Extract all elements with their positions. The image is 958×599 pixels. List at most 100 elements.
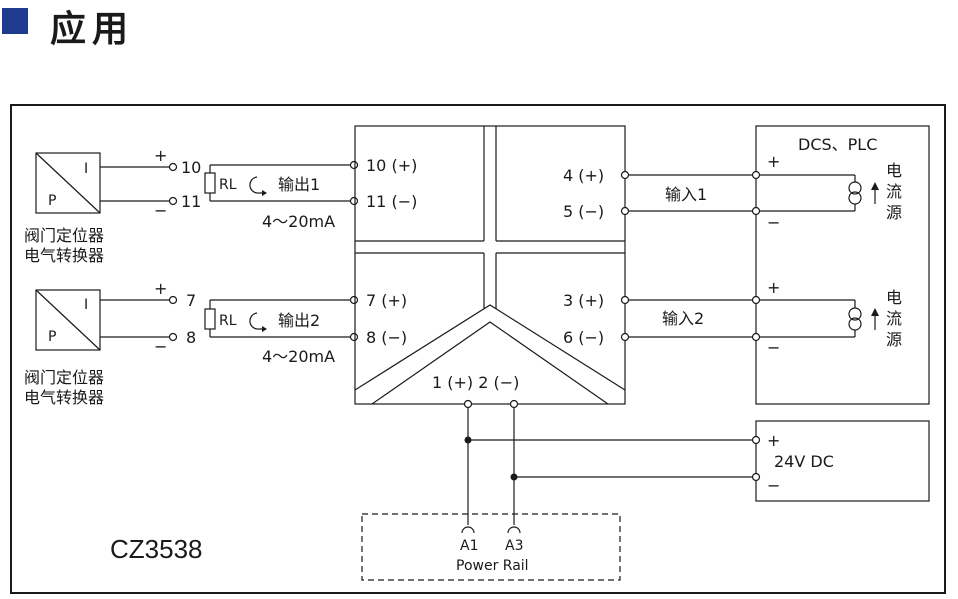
range-label-2: 4～20mA <box>262 347 335 366</box>
input-label-2: 输入2 <box>662 309 704 328</box>
iso-label-out1-neg: 11 (−) <box>366 192 417 211</box>
rail-a3-label: A3 <box>505 538 523 554</box>
converter-box-2 <box>35 289 101 351</box>
current-arrow-2-icon <box>249 312 266 330</box>
dcs-plus-1: + <box>767 152 780 171</box>
title-square-icon <box>2 8 28 34</box>
converter-diagonal-1 <box>35 152 101 214</box>
junction-neg-icon <box>510 473 518 481</box>
iso-term-3 <box>620 295 630 305</box>
load-2: RL 输出2 4～20mA <box>204 295 359 366</box>
source-1-char-2: 流 <box>886 182 902 201</box>
source-2-char-3: 源 <box>886 330 902 349</box>
dcs-title: DCS、PLC <box>798 135 877 154</box>
isolator-module: 10 (+) 11 (−) 7 (+) 8 (−) 4 (+) 5 (−) 3 … <box>354 125 630 409</box>
iso-term-10 <box>349 160 359 170</box>
dcs-term-in2-neg <box>751 332 761 342</box>
iso-term-2 <box>509 399 519 409</box>
converter-label-p-1: P <box>48 193 56 209</box>
source-1-char-3: 源 <box>886 203 902 222</box>
dcs-term-in1-neg <box>751 206 761 216</box>
current-source-1b-icon <box>848 191 862 205</box>
iso-term-5 <box>620 206 630 216</box>
iso-v-inner <box>371 321 609 405</box>
dcs-frame <box>755 125 930 405</box>
iso-term-6 <box>620 332 630 342</box>
dev2-term-b-label: 8 <box>186 328 196 347</box>
iso-label-in1-neg: 5 (−) <box>563 202 604 221</box>
iso-term-8 <box>349 332 359 342</box>
dcs-plc-box: DCS、PLC + − + − 电 流 源 电 流 源 <box>751 125 930 405</box>
psu-frame <box>755 420 930 502</box>
psu-plus: + <box>767 431 780 450</box>
dev2-plus: + <box>154 279 167 298</box>
dev1-terminal-b <box>168 196 178 206</box>
converter-label-i-2: I <box>84 297 88 313</box>
outer-frame <box>10 104 946 594</box>
source-2-char-1: 电 <box>886 288 902 307</box>
psu-minus: − <box>767 476 780 495</box>
dev1-term-b-label: 11 <box>181 192 201 211</box>
device-name-1-line1: 阀门定位器 <box>24 226 104 245</box>
current-arrow-1-icon <box>249 176 266 194</box>
converter-box-1 <box>35 152 101 214</box>
dev1-terminal-a <box>168 162 178 172</box>
device-name-2-line1: 阀门定位器 <box>24 368 104 387</box>
isolator-frame <box>354 125 626 405</box>
iso-term-4 <box>620 170 630 180</box>
dev2-terminal-a <box>168 295 178 305</box>
source-1-char-1: 电 <box>886 161 902 180</box>
dcs-plus-2: + <box>767 278 780 297</box>
power-supply: + 24V DC − <box>751 420 930 502</box>
iso-label-in2-pos: 3 (+) <box>563 291 604 310</box>
input-label-1: 输入1 <box>665 185 707 204</box>
source-2-char-2: 流 <box>886 309 902 328</box>
iso-term-7 <box>349 295 359 305</box>
rail-label: Power Rail <box>456 558 529 574</box>
load-1: RL 输出1 4～20mA <box>204 160 359 231</box>
input-wiring: 输入1 输入2 <box>629 174 855 338</box>
iso-label-out1-pos: 10 (+) <box>366 156 417 175</box>
device-name-1-line2: 电气转换器 <box>24 246 104 265</box>
dev2-term-a-label: 7 <box>186 291 196 310</box>
output-label-2: 输出2 <box>278 311 320 330</box>
output-label-1: 输出1 <box>278 175 320 194</box>
rl-label-1: RL <box>219 177 237 193</box>
converter-label-i-1: I <box>84 161 88 177</box>
iso-label-in2-neg: 6 (−) <box>563 328 604 347</box>
current-source-2-icon <box>848 307 862 321</box>
cs1-arrow-head-icon <box>871 182 879 190</box>
psu-term-neg <box>751 472 761 482</box>
iso-label-in1-pos: 4 (+) <box>563 166 604 185</box>
device-name-2-line2: 电气转换器 <box>24 388 104 407</box>
dcs-minus-2: − <box>767 338 780 357</box>
resistor-1 <box>204 172 216 194</box>
rail-a1-label: A1 <box>460 538 478 554</box>
field-device-1: I P 阀门定位器 电气转换器 + − 10 11 <box>24 146 201 265</box>
iso-label-out2-neg: 8 (−) <box>366 328 407 347</box>
converter-diagonal-2 <box>35 289 101 351</box>
rl-label-2: RL <box>219 313 237 329</box>
iso-v-outer <box>354 304 626 391</box>
iso-label-out2-pos: 7 (+) <box>366 291 407 310</box>
dcs-term-in1-pos <box>751 170 761 180</box>
dev2-minus: − <box>154 337 167 356</box>
dev2-terminal-b <box>168 332 178 342</box>
iso-label-power: 1 (+) 2 (−) <box>432 373 519 392</box>
dev1-plus: + <box>154 146 167 165</box>
field-device-2: I P 阀门定位器 电气转换器 + − 7 8 <box>24 279 196 407</box>
resistor-2 <box>204 308 216 330</box>
psu-label: 24V DC <box>774 452 834 471</box>
current-source-2b-icon <box>848 317 862 331</box>
iso-term-11 <box>349 196 359 206</box>
current-source-1-icon <box>848 181 862 195</box>
page-title: 应用 <box>50 9 135 50</box>
rail-contact-a3-icon <box>507 526 521 534</box>
junction-pos-icon <box>464 436 472 444</box>
cs2-arrow-head-icon <box>871 308 879 316</box>
power-wiring <box>464 408 752 525</box>
dcs-minus-1: − <box>767 213 780 232</box>
range-label-1: 4～20mA <box>262 212 335 231</box>
dev1-minus: − <box>154 201 167 220</box>
current-arrowhead-2-icon <box>262 326 267 332</box>
